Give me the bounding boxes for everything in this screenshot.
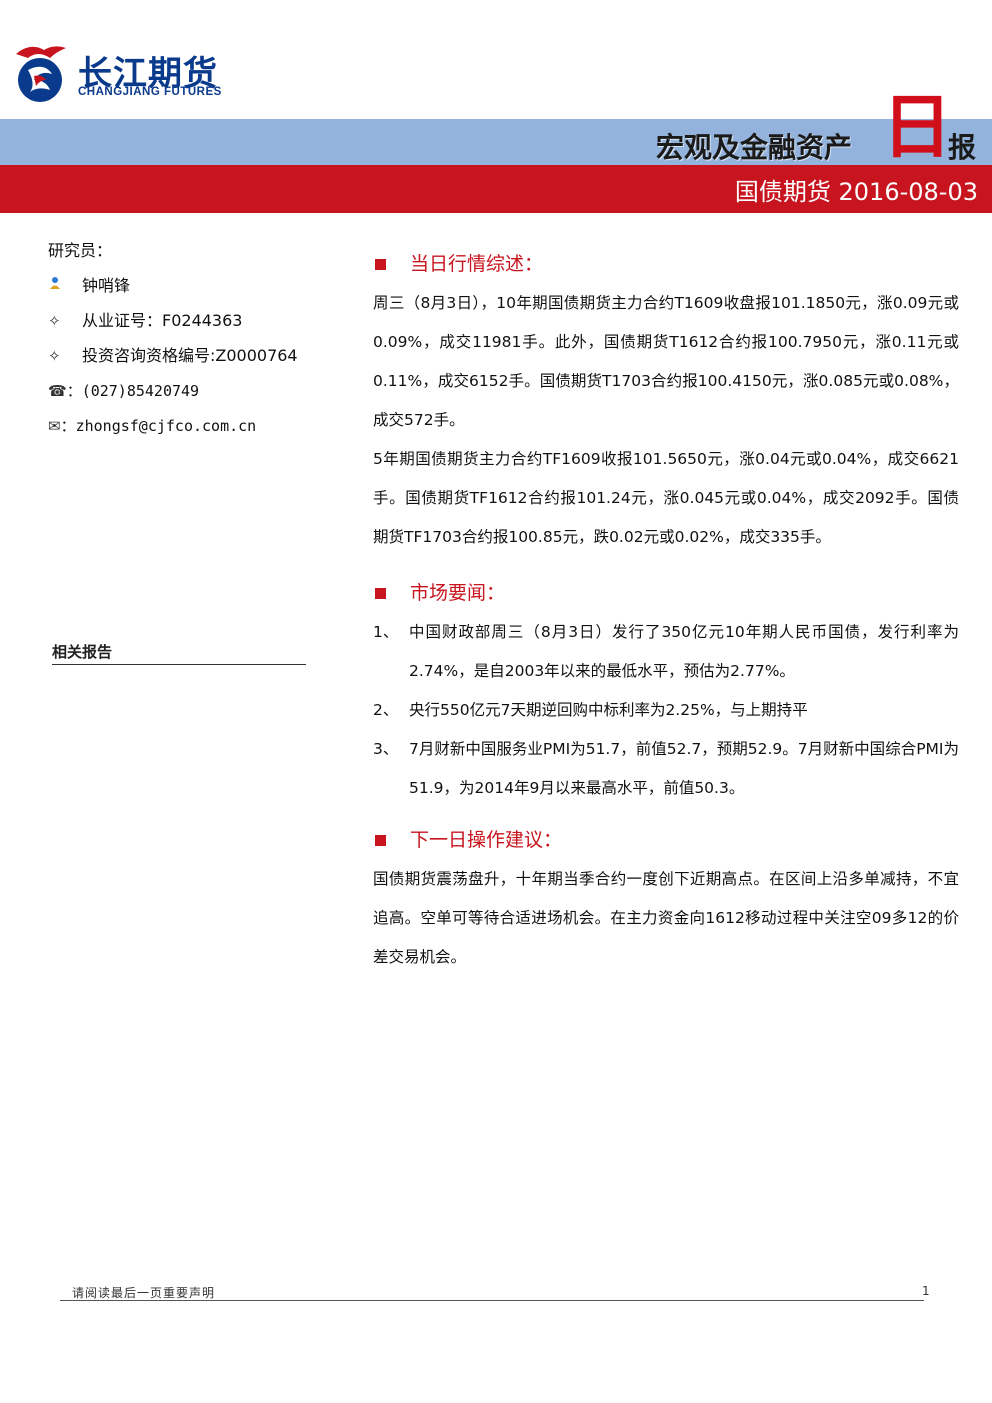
- researcher-label: 研究员：: [48, 241, 113, 260]
- square-bullet-icon: [375, 834, 386, 846]
- list-item-text: 央行550亿元7天期逆回购中标利率为2.25%，与上期持平: [409, 701, 808, 719]
- company-logo: 长江期货 CHANGJIANG FUTURES: [10, 40, 250, 108]
- list-item-text: 中国财政部周三（8月3日）发行了350亿元10年期人民币国债，发行利率为2.74…: [409, 623, 959, 680]
- researcher-label-row: 研究员：: [48, 240, 328, 275]
- list-item: 3、 7月财新中国服务业PMI为51.7，前值52.7，预期52.9。7月财新中…: [373, 730, 959, 808]
- diamond-bullet-icon: ✧: [48, 347, 61, 365]
- list-item-text: 7月财新中国服务业PMI为51.7，前值52.7，预期52.9。7月财新中国综合…: [409, 740, 959, 797]
- section-heading-advice: 下一日操作建议：: [373, 826, 959, 854]
- list-item: 2、 央行550亿元7天期逆回购中标利率为2.25%，与上期持平: [373, 691, 959, 730]
- market-paragraph-2: 5年期国债期货主力合约TF1609收报101.5650元，涨0.04元或0.04…: [373, 450, 959, 546]
- email-address[interactable]: ：zhongsf@cjfco.com.cn: [60, 417, 257, 435]
- section-heading-text: 当日行情综述：: [410, 253, 544, 275]
- related-reports-heading: 相关报告: [52, 641, 306, 665]
- square-bullet-icon: [375, 587, 386, 599]
- phone-icon: ☎: [48, 382, 67, 400]
- brand-name-cn: 长江期货: [78, 54, 218, 94]
- section-heading-text: 市场要闻：: [410, 582, 506, 604]
- list-item-number: 3、: [373, 740, 399, 758]
- advice-paragraph: 国债期货震荡盘升，十年期当季合约一度创下近期高点。在区间上沿多单减持，不宜追高。…: [373, 870, 959, 966]
- logo-emblem-icon: [16, 46, 66, 102]
- phone-row: ☎ ：(027)85420749: [48, 380, 328, 415]
- list-item-number: 2、: [373, 701, 399, 719]
- cert-row: ✧ 从业证号：F0244363: [48, 310, 328, 345]
- footer-notice: 请阅读最后一页重要声明: [72, 1286, 216, 1300]
- report-subtitle: 国债期货 2016-08-03: [734, 178, 978, 206]
- square-bullet-icon: [375, 258, 386, 270]
- report-title-ri: 日: [882, 86, 952, 168]
- section-heading-market: 当日行情综述：: [373, 250, 959, 278]
- cert-number: 从业证号：F0244363: [82, 311, 243, 330]
- page-number: 1: [922, 1284, 930, 1298]
- consult-row: ✧ 投资咨询资格编号:Z0000764: [48, 345, 328, 380]
- email-icon: ✉: [48, 417, 61, 435]
- report-title: 宏观及金融资产: [656, 131, 853, 164]
- section-heading-news: 市场要闻：: [373, 579, 959, 607]
- list-item-number: 1、: [373, 623, 399, 641]
- list-item: 1、 中国财政部周三（8月3日）发行了350亿元10年期人民币国债，发行利率为2…: [373, 613, 959, 691]
- market-paragraph-1: 周三（8月3日），10年期国债期货主力合约T1609收盘报101.1850元，涨…: [373, 294, 959, 429]
- report-body: 当日行情综述： 周三（8月3日），10年期国债期货主力合约T1609收盘报101…: [373, 250, 959, 977]
- diamond-bullet-icon: ✧: [48, 312, 61, 330]
- report-title-bao: 报: [948, 131, 977, 164]
- brand-name-en: CHANGJIANG FUTURES: [78, 86, 222, 98]
- section-heading-text: 下一日操作建议：: [410, 829, 563, 851]
- consult-number: 投资咨询资格编号:Z0000764: [82, 346, 298, 365]
- researcher-name-row: 钟哨锋: [48, 275, 328, 310]
- email-row: ✉ ：zhongsf@cjfco.com.cn: [48, 415, 328, 450]
- header-red-band: [0, 165, 992, 213]
- researcher-name: 钟哨锋: [82, 276, 131, 295]
- phone-number: ：(027)85420749: [66, 382, 200, 400]
- researcher-info: 研究员： 钟哨锋 ✧ 从业证号：F0244363 ✧ 投资咨询资格编号:Z000…: [48, 240, 328, 450]
- header-blue-band: [0, 119, 992, 165]
- person-icon: [48, 275, 82, 297]
- footer-rule: [60, 1286, 924, 1301]
